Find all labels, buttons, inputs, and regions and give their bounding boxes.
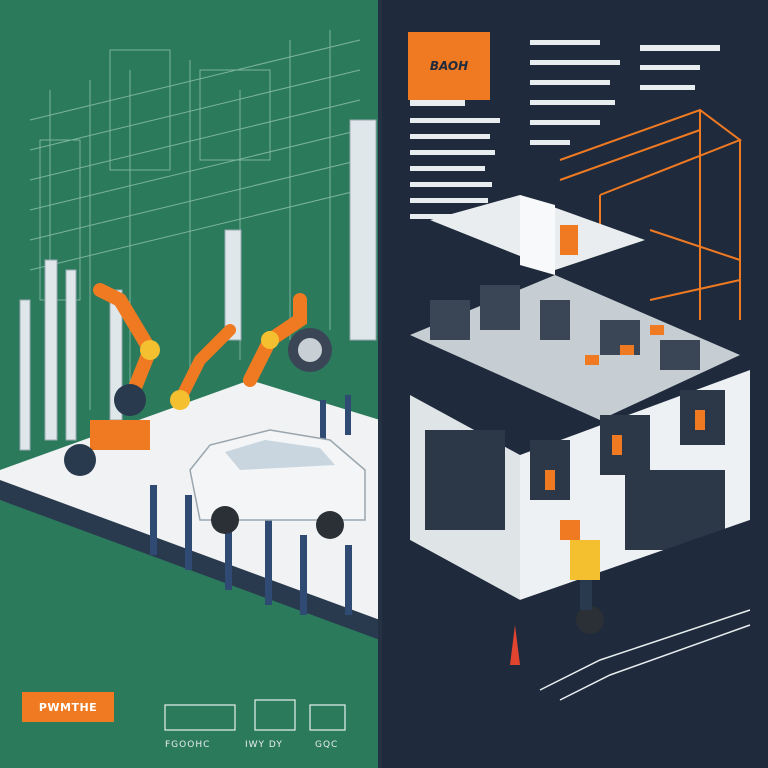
building-tower xyxy=(520,195,555,275)
traffic-cone xyxy=(510,625,520,665)
left-badge: PWMTHE xyxy=(22,692,114,722)
fence-posts xyxy=(150,395,352,615)
upper-orange-units xyxy=(585,325,664,365)
robot-arm-1 xyxy=(90,283,160,450)
tower-window xyxy=(560,225,578,255)
lower-windows xyxy=(425,390,725,550)
text-bars xyxy=(410,40,720,219)
pillars xyxy=(19,119,377,451)
robot-arm-2 xyxy=(243,293,332,387)
bottom-icons xyxy=(164,699,346,731)
robot-arm-3 xyxy=(64,324,236,476)
lower-orange-units xyxy=(545,410,705,490)
caption-1: FGOOHC xyxy=(165,740,211,750)
ground-plane xyxy=(410,520,750,740)
floor-path xyxy=(539,609,751,701)
yellow-robot xyxy=(560,520,604,634)
caption-3: GQC xyxy=(315,740,339,750)
white-vehicle xyxy=(189,429,366,539)
pipework xyxy=(559,108,743,320)
panel-divider xyxy=(378,0,382,768)
right-badge: BAOH xyxy=(408,32,490,100)
caption-2: IWY DY xyxy=(245,740,283,750)
